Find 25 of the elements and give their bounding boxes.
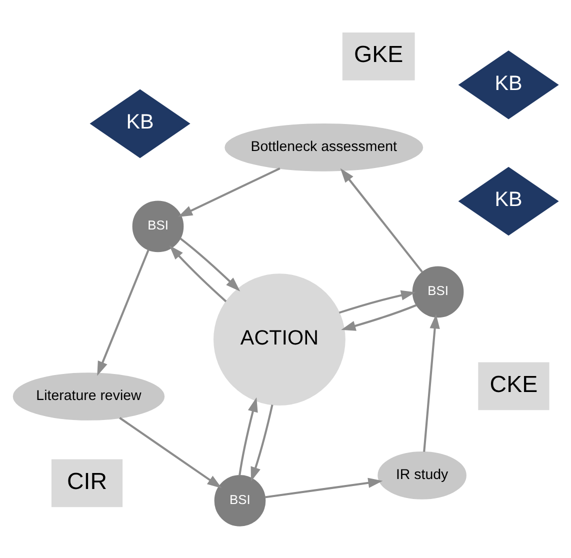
node-diamond: KB [458,50,559,119]
arrow [338,290,416,314]
node-circle: BSI [132,200,184,252]
arrow [250,404,274,482]
node-circle: BSI [412,266,464,318]
arrow [340,168,423,272]
node-box: CKE [478,362,550,410]
arrow [341,304,417,330]
node-ellipse: Literature review [12,372,165,420]
node-circle: BSI [214,474,266,526]
arrow [264,477,383,498]
arrow [180,237,240,291]
node-circle: ACTION [214,273,346,405]
arrow [119,416,222,488]
arrow [97,248,150,376]
arrow [169,244,227,302]
arrow [178,166,280,216]
arrow [238,396,258,476]
node-ellipse: Bottleneck assessment [224,123,424,171]
node-diamond: KB [90,88,190,158]
arrow [423,314,440,452]
node-ellipse: IR study [378,450,466,499]
node-diamond: KB [458,166,559,236]
node-box: GKE [342,32,415,80]
node-box: CIR [51,458,123,507]
